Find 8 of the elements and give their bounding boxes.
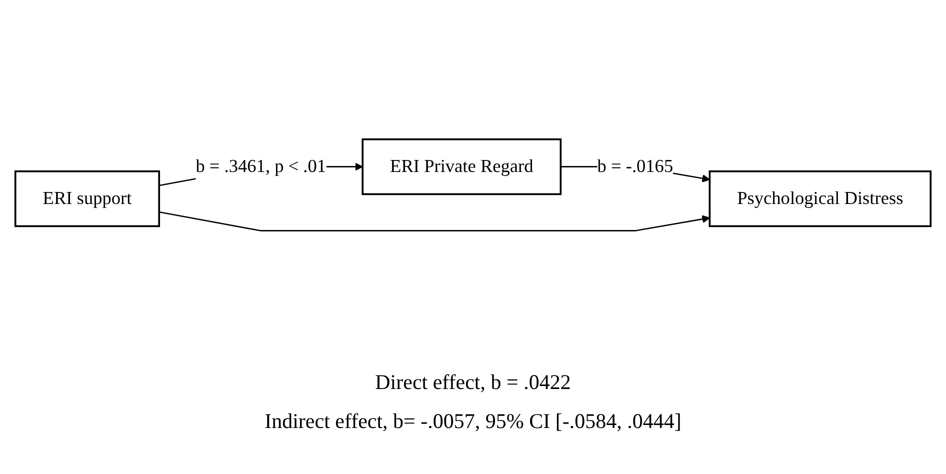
node-box: ERI support xyxy=(14,170,160,228)
node-box: Psychological Distress xyxy=(708,170,932,228)
note-text: Direct effect, b = .0422 xyxy=(375,370,571,395)
note-text: Indirect effect, b= -.0057, 95% CI [-.0584, .0444] xyxy=(264,409,682,434)
arrow xyxy=(159,211,710,232)
node-box: ERI Private Regard xyxy=(362,138,562,196)
edge-label: b = .3461, p < .01 xyxy=(196,156,326,177)
edge-label: b = -.0165 xyxy=(597,156,674,177)
